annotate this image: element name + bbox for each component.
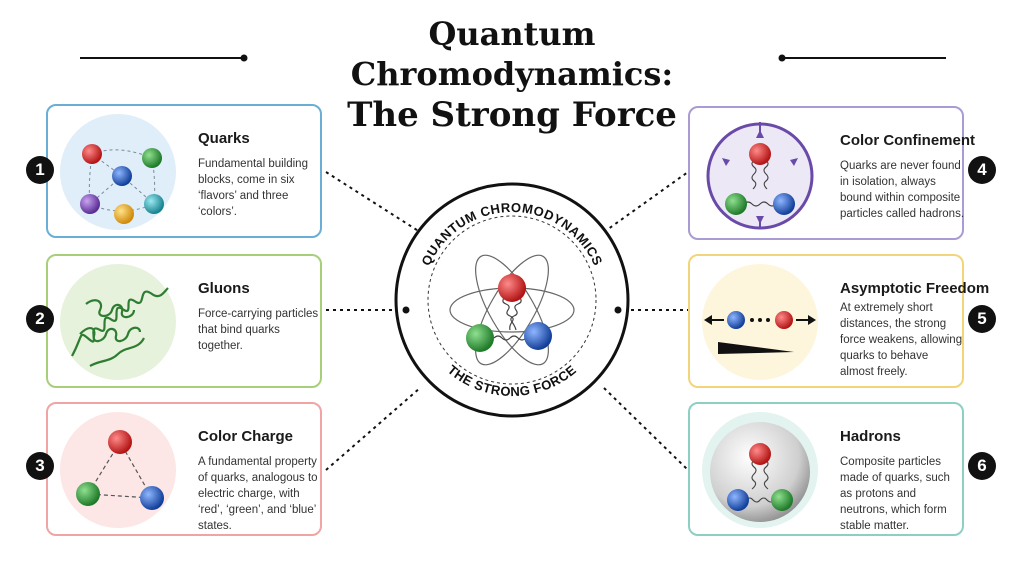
card-description: Quarks are never found in isolation, alw… [840, 160, 965, 220]
color-charge-illustration [60, 412, 176, 528]
title-line-1: Quantum Chromodynamics: [350, 15, 674, 93]
hadrons-illustration [702, 412, 818, 528]
quark-green [142, 148, 162, 168]
card-hadrons: Hadrons Composite particles made of quar… [688, 402, 964, 536]
blue-quark [524, 322, 552, 350]
card-quarks: Quarks Fundamental building blocks, come… [46, 104, 322, 238]
emblem-inner-ring [427, 215, 597, 385]
card-description: A fundamental property of quarks, analog… [198, 456, 318, 532]
card-title: Asymptotic Freedom [840, 280, 990, 297]
card-description: Force-carrying particles that bind quark… [198, 308, 319, 352]
number-badge-2: 2 [26, 305, 54, 333]
card-description: Fundamental building blocks, come in six… [198, 158, 308, 218]
number-badge-1: 1 [26, 156, 54, 184]
emblem-left-dot [402, 306, 410, 314]
number-badge-6: 6 [968, 452, 996, 480]
card-color-confinement: Color Confinement Quarks are never found… [688, 106, 975, 240]
quark-red [82, 144, 102, 164]
card-gluons: Gluons Force-carrying particles that bin… [46, 254, 322, 388]
qcd-emblem: QUANTUM CHROMODYNAMICS THE STRONG FORCE [394, 182, 630, 418]
quark-purple [80, 194, 100, 214]
number-badge-3: 3 [26, 452, 54, 480]
page-title: Quantum Chromodynamics: The Strong Force [262, 14, 762, 136]
number-badge-4: 4 [968, 156, 996, 184]
card-asymptotic-freedom: Asymptotic Freedom At extremely short di… [688, 254, 990, 388]
asymptotic-freedom-illustration [702, 264, 818, 380]
gluons-illustration [60, 264, 176, 380]
quark-cyan [144, 194, 164, 214]
green-quark [466, 324, 494, 352]
card-title: Gluons [198, 280, 250, 297]
card-title: Hadrons [840, 428, 901, 445]
number-badge-5: 5 [968, 305, 996, 333]
quark-blue [112, 166, 132, 186]
quark-yellow [114, 204, 134, 224]
emblem-right-dot [614, 306, 622, 314]
card-description: At extremely short distances, the strong… [840, 302, 963, 378]
card-description: Composite particles made of quarks, such… [840, 456, 950, 532]
atom-orbits [449, 254, 575, 366]
card-color-charge: Color Charge A fundamental property of q… [46, 402, 322, 536]
card-title: Quarks [198, 130, 250, 147]
red-quark [498, 274, 526, 302]
card-title: Color Confinement [840, 132, 975, 149]
card-title: Color Charge [198, 428, 294, 445]
confinement-illustration [706, 122, 814, 230]
title-line-2: The Strong Force [347, 95, 677, 135]
quarks-illustration [60, 114, 176, 230]
